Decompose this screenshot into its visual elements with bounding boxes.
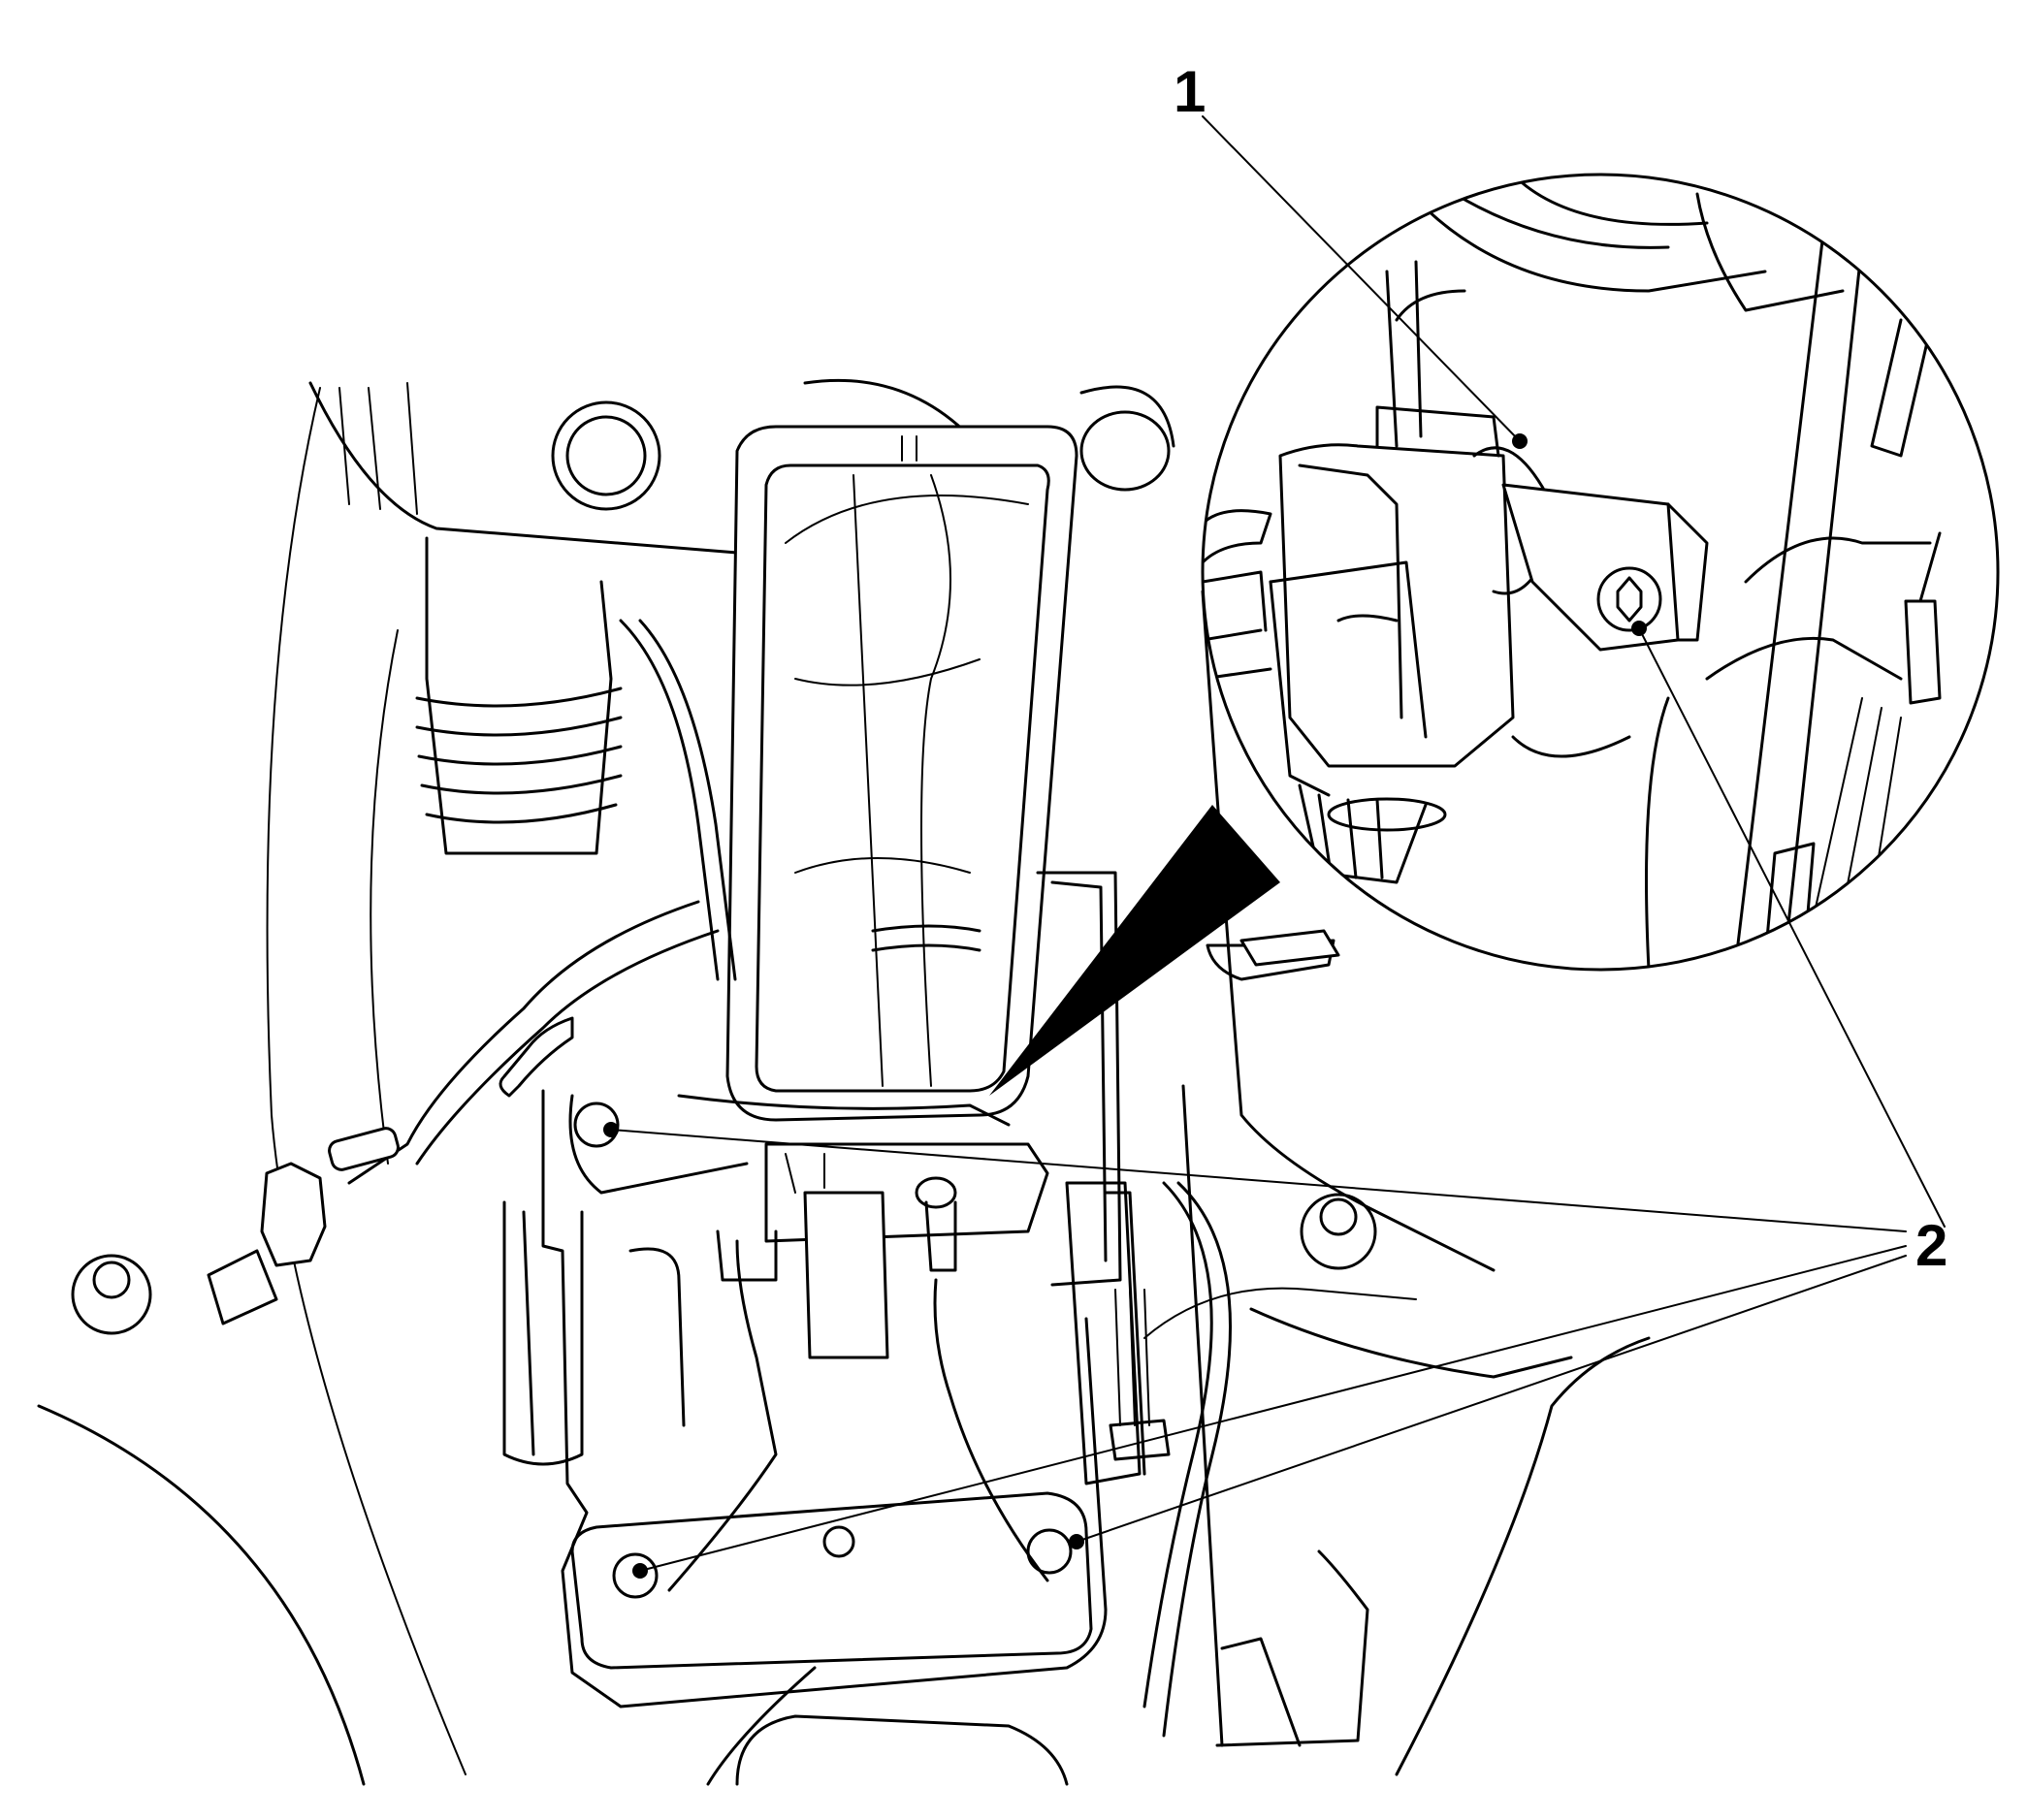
shift-boot [725,425,1078,1122]
leader-2-b-dot [632,1563,648,1579]
upper-housing [308,378,1175,555]
leader-lines [603,115,1946,1579]
callout-label-2: 2 [1915,1213,1947,1278]
detail-view [1201,173,2000,972]
leader-2-a [610,1129,1907,1232]
left-connector [71,1127,400,1335]
leader-1 [1202,115,1521,442]
callout-label-1: 1 [1174,59,1206,124]
leader-2-a-dot [603,1122,619,1137]
leader-2-c [1076,1255,1907,1543]
main-view [37,378,1651,1786]
bellows-boot [415,536,623,855]
mounting-bracket [502,1089,1108,1708]
leader-2-detail-dot [1631,621,1647,636]
leader-2-c-dot [1069,1534,1084,1549]
detail-pointer [989,805,1280,1096]
leader-1-dot [1512,433,1528,449]
shift-mechanism [677,1094,1049,1359]
leader-2-b [639,1245,1907,1572]
right-harness [1036,871,1340,1747]
leader-2-detail [1638,627,1946,1228]
